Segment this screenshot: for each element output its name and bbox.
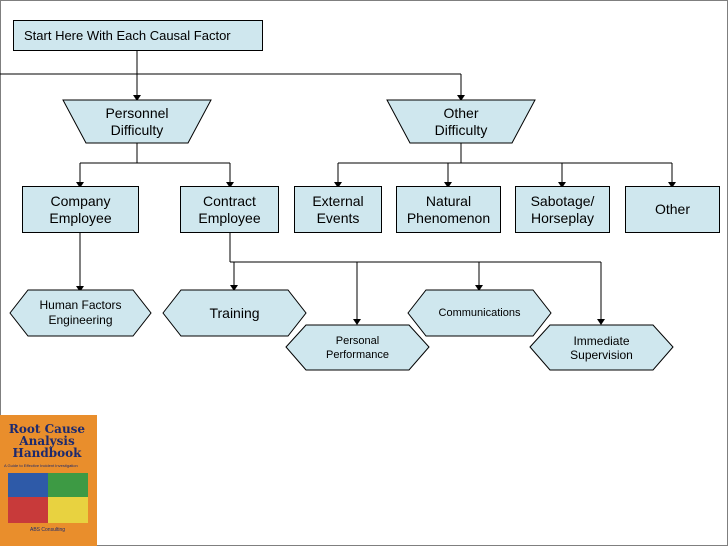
book-publisher: ABS Consulting	[30, 527, 66, 533]
puzzle-piece	[8, 497, 48, 523]
start-box: Start Here With Each Causal Factor	[13, 20, 263, 51]
arrowhead	[668, 182, 676, 188]
immediate-supervision-label: Immediate Supervision	[570, 333, 633, 362]
personal-performance-label: Personal Performance	[326, 334, 389, 361]
book-cover-image: Root Cause Analysis Handbook A Guide to …	[0, 415, 97, 546]
human-factors-label: Human Factors Engineering	[39, 298, 122, 327]
human-factors-shape	[9, 289, 152, 337]
natural-phenomenon-box: Natural Phenomenon	[396, 186, 501, 233]
arrowhead	[226, 182, 234, 188]
arrowhead	[76, 182, 84, 188]
arrowhead	[597, 319, 605, 325]
book-subtitle: A Guide to Effective Incident Investigat…	[4, 463, 78, 468]
puzzle-piece	[8, 473, 48, 497]
other-box: Other	[625, 186, 720, 233]
other-difficulty-shape	[386, 99, 536, 144]
puzzle-piece	[48, 473, 88, 497]
arrowhead	[230, 285, 238, 291]
book-title: Root Cause Analysis Handbook	[8, 422, 86, 460]
sabotage-horseplay-box: Sabotage/ Horseplay	[515, 186, 610, 233]
puzzle-piece	[48, 497, 88, 523]
arrowhead	[558, 182, 566, 188]
immediate-supervision-shape	[529, 324, 674, 371]
arrowhead	[133, 95, 141, 101]
personnel-difficulty-shape	[62, 99, 212, 144]
company-employee-box: Company Employee	[22, 186, 139, 233]
training-label: Training	[209, 305, 260, 321]
arrowhead	[76, 286, 84, 292]
personnel-difficulty-label: Personnel Difficulty	[105, 104, 169, 138]
training-shape	[162, 289, 307, 337]
other-difficulty-label: Other Difficulty	[434, 104, 488, 138]
personal-performance-shape	[285, 324, 430, 371]
arrowhead	[444, 182, 452, 188]
arrowhead	[457, 95, 465, 101]
arrowhead	[353, 319, 361, 325]
arrowhead	[334, 182, 342, 188]
communications-label: Communications	[438, 307, 521, 319]
external-events-box: External Events	[294, 186, 382, 233]
arrowhead	[475, 285, 483, 291]
contract-employee-box: Contract Employee	[180, 186, 279, 233]
communications-shape	[407, 289, 552, 337]
